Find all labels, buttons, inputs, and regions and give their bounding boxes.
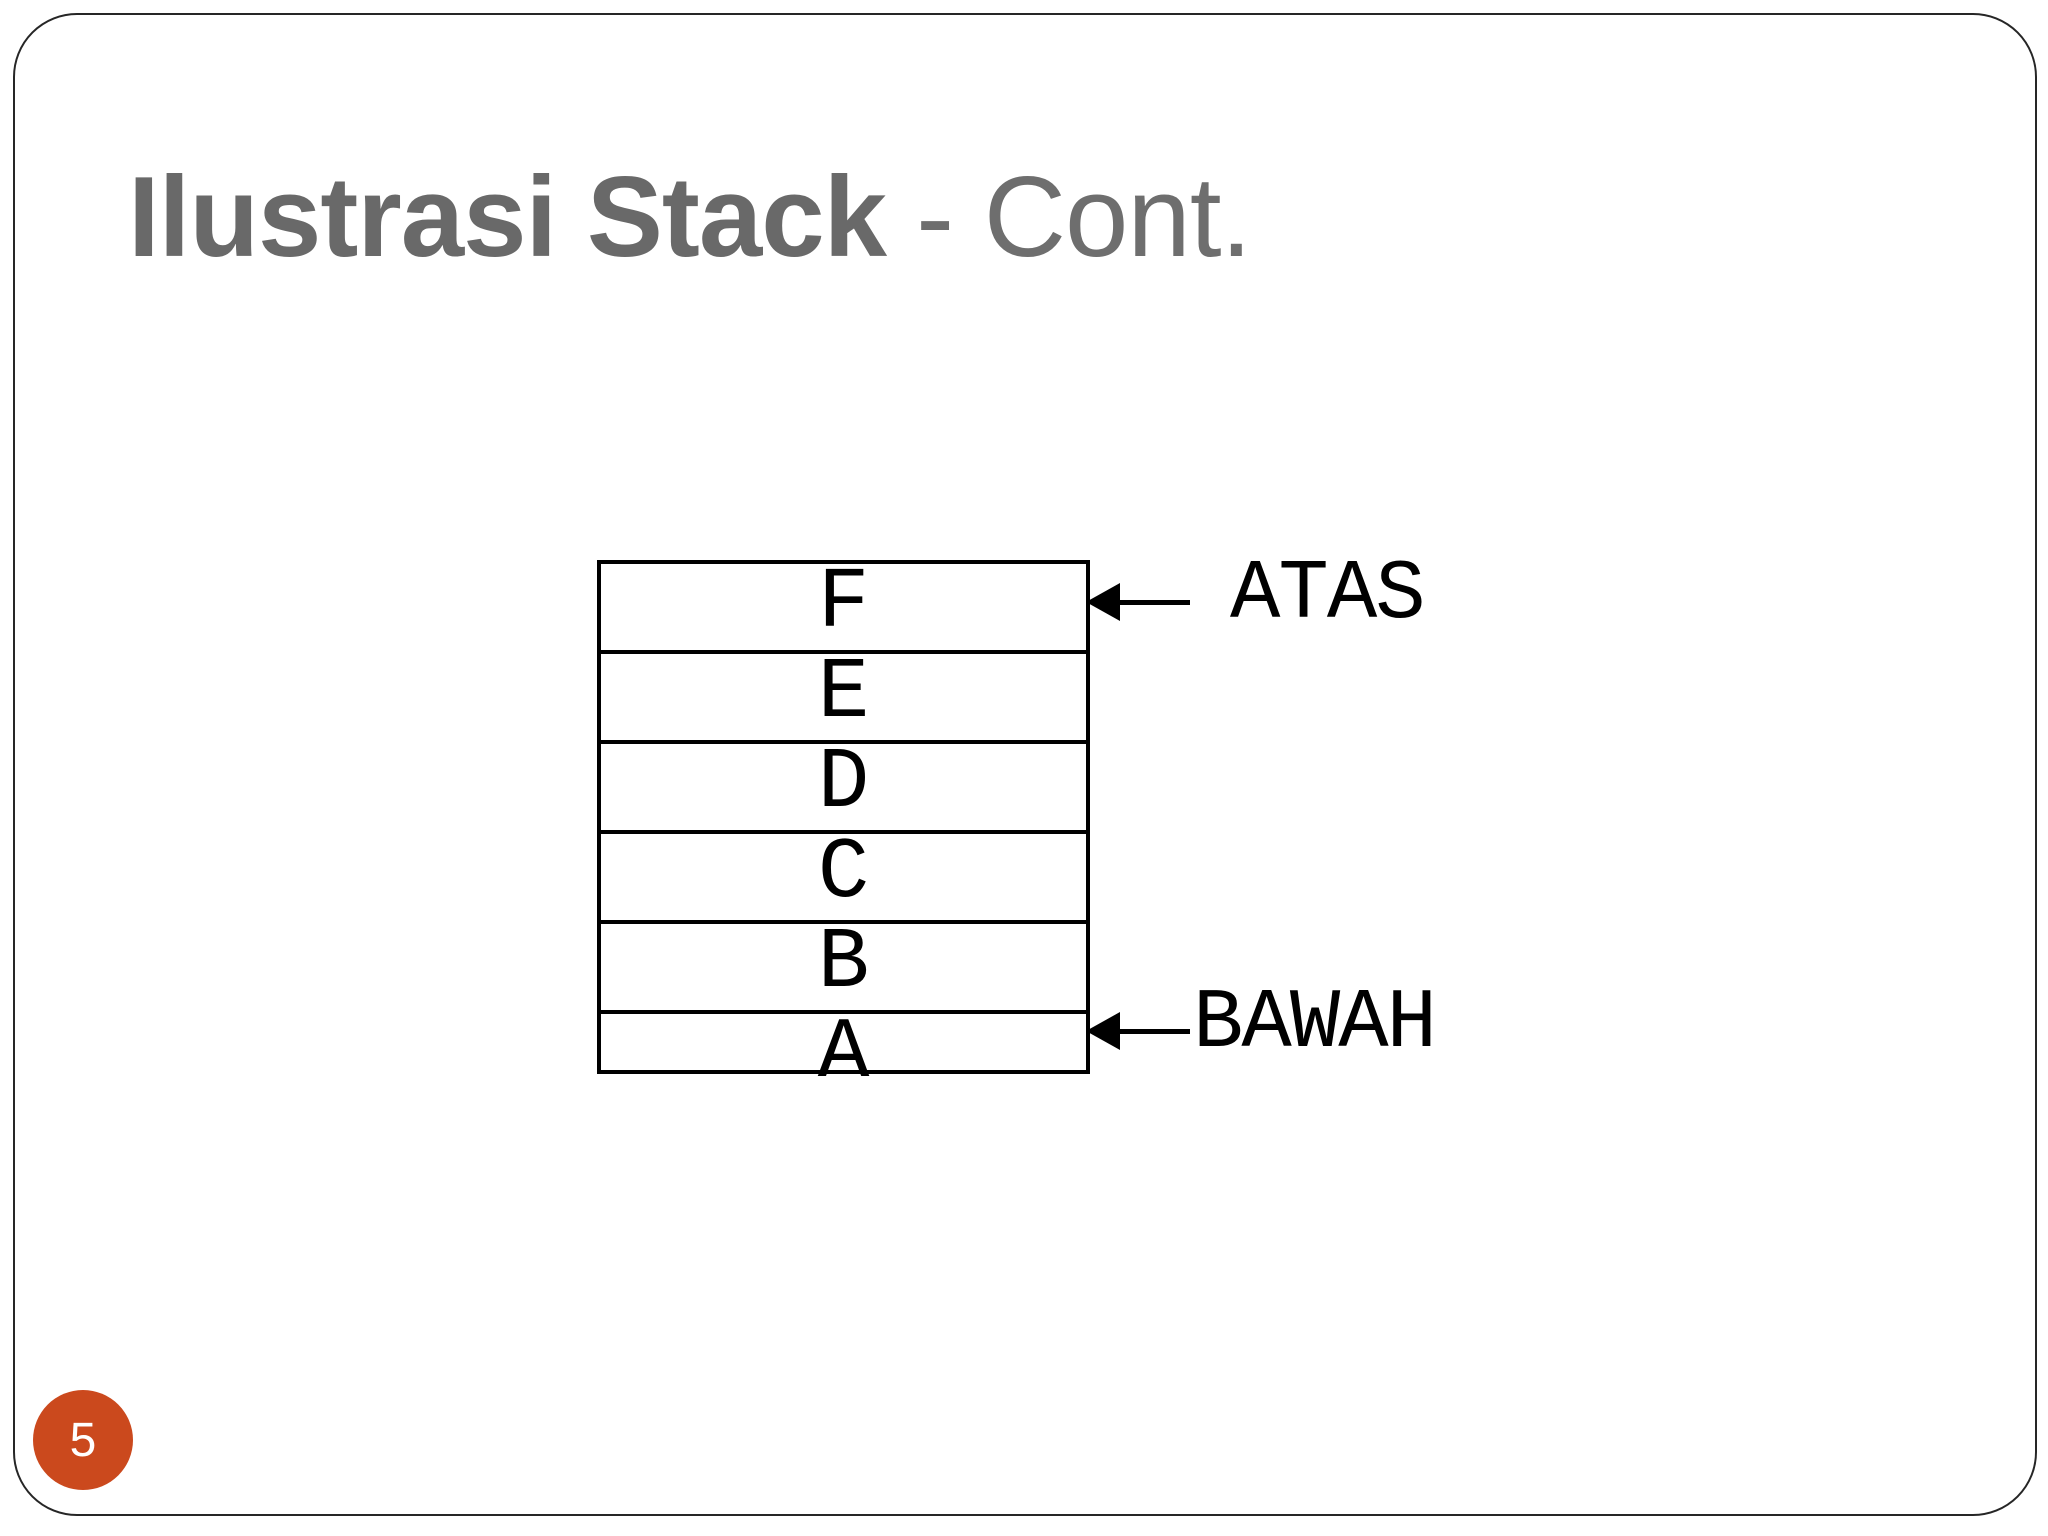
page-title: Ilustrasi Stack- Cont. (128, 150, 1252, 287)
page-number-badge: 5 (33, 1390, 133, 1490)
stack-cell: D (601, 740, 1086, 834)
top-pointer-label: ATAS (1230, 548, 1426, 643)
arrow-line (1120, 1028, 1190, 1034)
arrow-line (1120, 599, 1190, 605)
stack-cell: B (601, 920, 1086, 1014)
stack-cell-top: F (601, 560, 1086, 654)
stack-cell-value: A (817, 1004, 870, 1102)
stack-cell-value: D (817, 734, 870, 832)
stack-cell-value: C (817, 824, 870, 922)
stack-cell: E (601, 650, 1086, 744)
bottom-of-stack-pointer: BAWAH (1086, 983, 1437, 1073)
arrow-left-icon (1086, 1012, 1120, 1050)
bottom-pointer-label: BAWAH (1193, 977, 1437, 1072)
stack-cell-bottom: A (601, 1010, 1086, 1100)
title-suffix: - Cont. (916, 154, 1252, 281)
stack-cell-value: E (817, 644, 870, 742)
arrow-left-icon (1086, 583, 1120, 621)
stack-cell-value: B (817, 914, 870, 1012)
stack-diagram-box: F E D C B A (597, 560, 1090, 1096)
page-number: 5 (69, 1413, 97, 1467)
title-main: Ilustrasi Stack (128, 154, 887, 281)
stack-cell: C (601, 830, 1086, 924)
top-of-stack-pointer: ATAS (1086, 554, 1426, 644)
stack-cell-value: F (817, 554, 870, 652)
